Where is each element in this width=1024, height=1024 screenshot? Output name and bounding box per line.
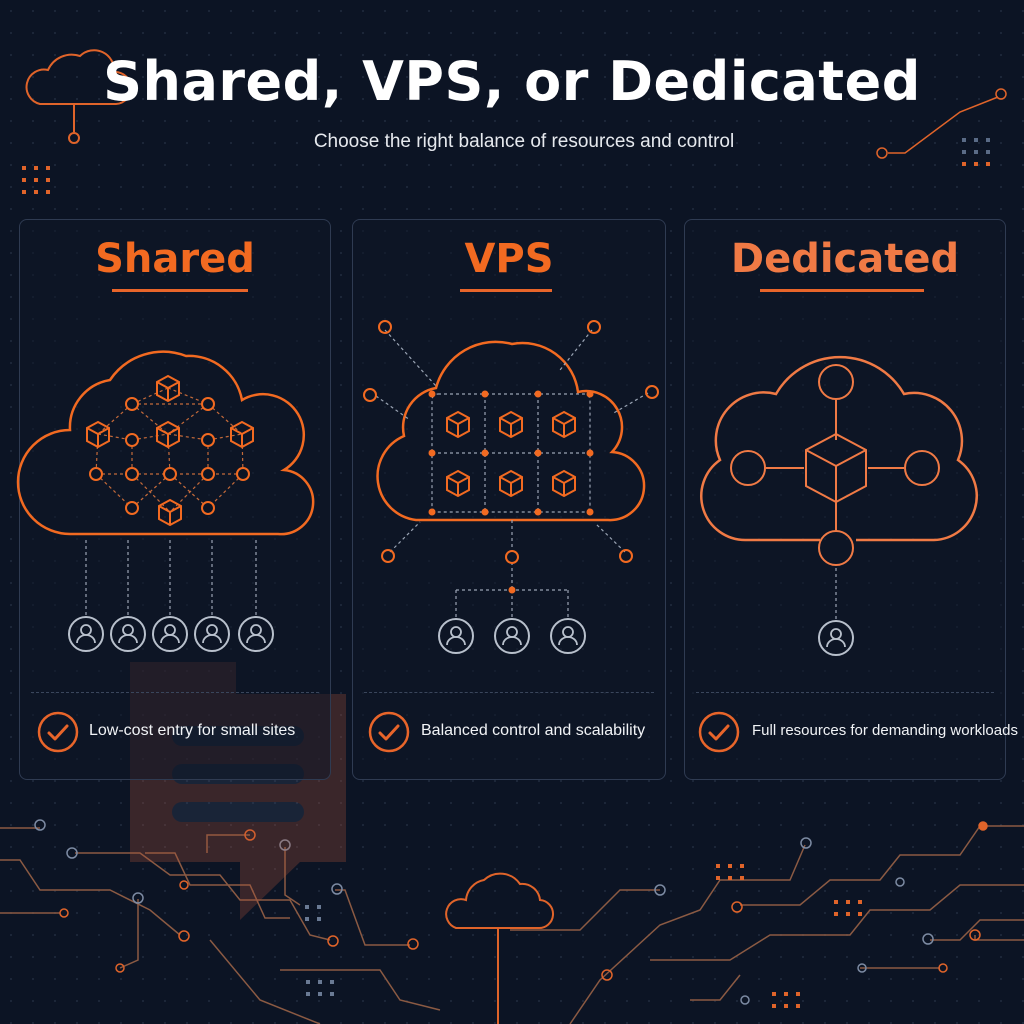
page-subtitle: Choose the right balance of resources an… <box>313 131 735 152</box>
card-title-vps: VPS <box>464 236 554 282</box>
card-underline <box>760 289 924 292</box>
card-divider <box>696 692 994 693</box>
card-shared <box>19 219 331 780</box>
card-underline <box>112 289 248 292</box>
feature-dedicated: Full resources for demanding workloads <box>752 722 1018 739</box>
check-icon <box>698 711 740 753</box>
check-icon <box>37 711 79 753</box>
card-vps <box>352 219 666 780</box>
check-icon <box>368 711 410 753</box>
feature-vps: Balanced control and scalability <box>421 722 646 739</box>
card-dedicated <box>684 219 1006 780</box>
page-title: Shared, VPS, or Dedicated <box>103 50 921 113</box>
card-divider <box>31 692 319 693</box>
card-underline <box>460 289 552 292</box>
card-title-shared: Shared <box>95 236 255 282</box>
card-divider <box>364 692 654 693</box>
card-title-dedicated: Dedicated <box>730 236 960 282</box>
cloud-icon <box>445 872 555 1024</box>
feature-shared: Low-cost entry for small sites <box>89 722 296 739</box>
cloud-icon <box>25 49 132 144</box>
